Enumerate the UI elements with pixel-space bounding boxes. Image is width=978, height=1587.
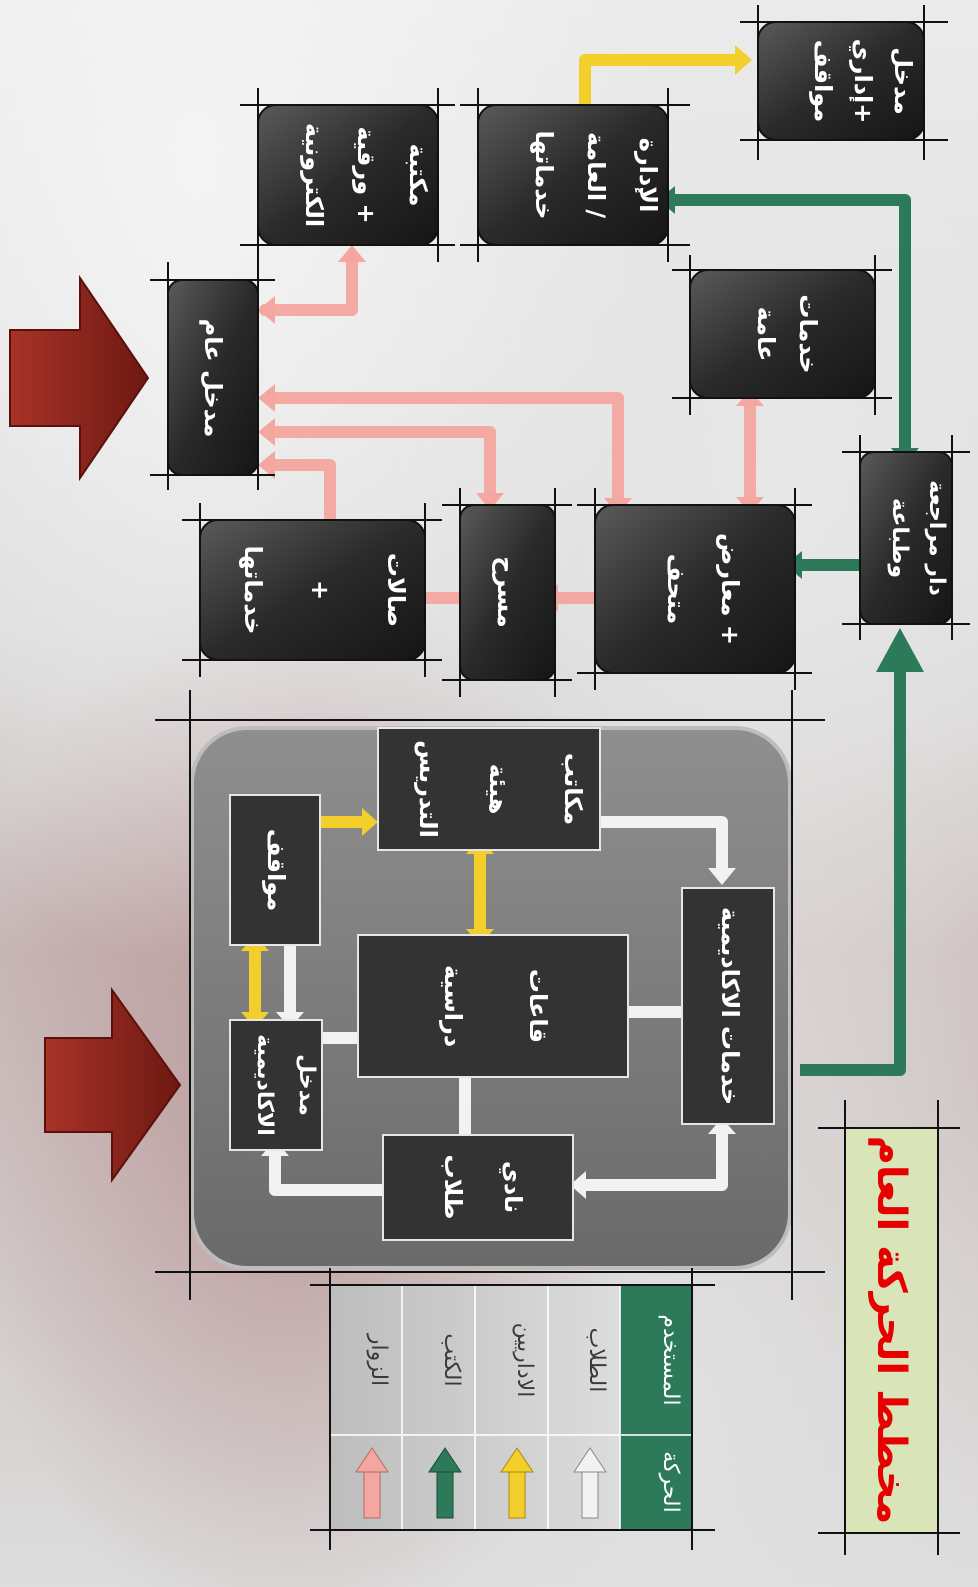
node-halls-services-line-2: + — [306, 580, 334, 600]
legend-row-books: الكتب — [439, 1333, 464, 1386]
node-faculty-offices: مكاتب هيئة التدريس — [377, 727, 601, 851]
node-lecture-halls-line-1: قاعات — [524, 969, 552, 1043]
node-printing-house-line-1: دار مراجعة — [924, 480, 949, 596]
node-faculty-offices-line-1: مكاتب — [559, 753, 587, 825]
student-flows — [269, 816, 728, 1196]
title-box: مخطط الحركة العام — [818, 1100, 960, 1555]
node-public-services-line-2: عامة — [752, 307, 780, 362]
node-halls-services: صالات + خدماتها — [182, 503, 442, 677]
node-exhibitions-museum-line-2: متحف — [662, 554, 690, 625]
node-lecture-halls: قاعات دراسية — [357, 934, 629, 1078]
node-exhibitions-museum-line-1: معارض + — [716, 533, 744, 645]
node-exhibitions-museum: معارض + متحف — [577, 488, 812, 690]
node-academic-entrance: مدخل الاكاديمية — [229, 1019, 323, 1151]
node-lecture-halls-line-2: دراسية — [439, 965, 467, 1047]
node-parking-label: مواقف — [262, 829, 290, 911]
node-student-club: نادي طلاب — [382, 1134, 574, 1241]
legend-arrow-books — [428, 1447, 462, 1519]
node-administration: الإدارة العامة / خدماتها — [460, 88, 690, 262]
node-admin-entrance-line-1: مدخل — [889, 47, 917, 114]
node-admin-entrance-line-3: مواقف — [809, 40, 837, 122]
node-academic-services: خدمات الاكاديمية — [681, 887, 775, 1125]
legend-arrow-visitors — [355, 1447, 389, 1519]
node-halls-services-line-1: صالات — [382, 553, 410, 627]
legend-row-staff: الاداريين — [512, 1323, 537, 1398]
node-administration-line-3: خدماتها — [530, 131, 558, 220]
node-administration-line-1: الإدارة — [634, 138, 662, 213]
node-admin-entrance-line-2: إداري+ — [849, 39, 877, 124]
node-halls-services-line-3: خدماتها — [239, 546, 267, 635]
node-printing-house-line-2: وطباعة — [887, 498, 912, 578]
legend-arrow-students — [573, 1447, 607, 1519]
academic-panel-frame-lines — [155, 690, 825, 1300]
node-library: مكتبة ورقية + الكترونية — [240, 88, 455, 262]
node-public-services-line-1: خدمات — [794, 294, 822, 373]
legend-table: المستخدم الحركة الطلاب الاداريين الكتب ا… — [310, 1268, 715, 1550]
node-printing-house: دار مراجعة وطباعة — [842, 435, 970, 640]
legend-arrow-staff — [500, 1447, 534, 1519]
node-administration-line-2: العامة / — [582, 132, 610, 219]
node-student-club-line-1: نادي — [499, 1161, 527, 1213]
node-academic-entrance-line-1: مدخل — [294, 1054, 319, 1116]
legend-header-user: المستخدم — [658, 1314, 683, 1405]
node-admin-entrance: مدخل إداري+ مواقف — [740, 5, 948, 160]
diagram-title: مخطط الحركة العام — [868, 1136, 914, 1525]
legend-row-visitors: الزوار — [366, 1333, 391, 1386]
node-library-line-2: ورقية + — [352, 126, 380, 223]
node-main-entrance: مدخل عام — [150, 262, 275, 490]
node-student-club-line-2: طلاب — [439, 1155, 467, 1220]
main-entry-arrow — [9, 274, 150, 482]
node-library-line-1: مكتبة — [404, 144, 432, 207]
node-main-entrance-label: مدخل عام — [199, 319, 227, 438]
node-public-services: خدمات عامة — [672, 255, 892, 415]
academic-entry-arrow — [44, 986, 182, 1184]
books-flows — [668, 194, 911, 1076]
node-theater-label: مسرح — [492, 556, 520, 628]
node-library-line-3: الكترونية — [300, 123, 328, 227]
node-academic-entrance-line-2: الاكاديمية — [252, 1034, 277, 1136]
node-parking: مواقف — [229, 794, 321, 946]
node-theater: مسرح — [442, 488, 572, 697]
legend-row-students: الطلاب — [584, 1328, 609, 1393]
node-faculty-offices-line-2: هيئة — [484, 764, 512, 815]
legend-header-movement: الحركة — [658, 1451, 683, 1512]
node-academic-services-label: خدمات الاكاديمية — [716, 907, 744, 1105]
node-faculty-offices-line-3: التدريس — [414, 740, 442, 838]
